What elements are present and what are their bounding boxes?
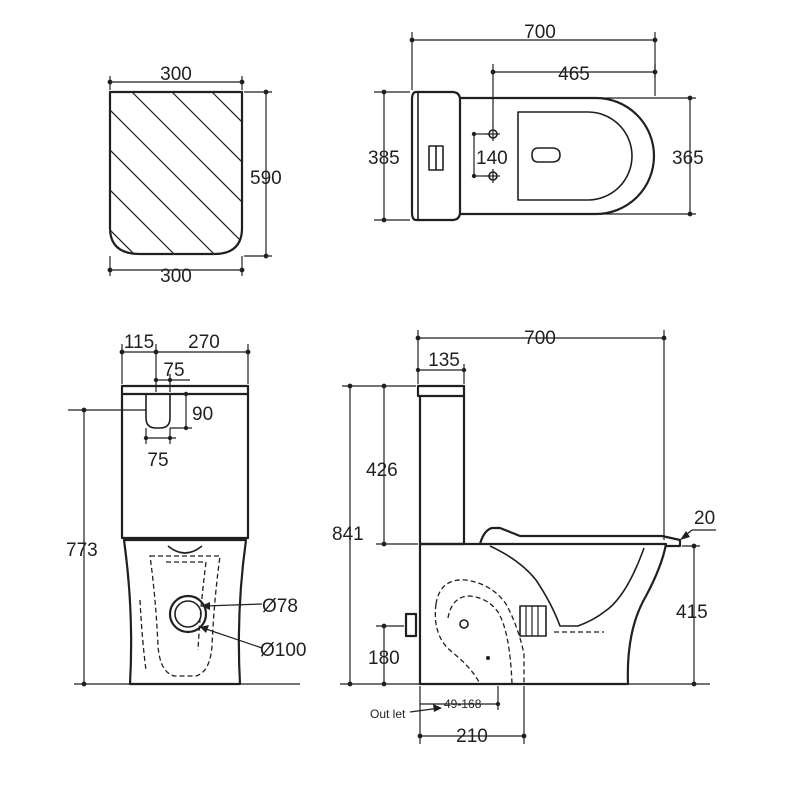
bowl-interior [489,545,645,627]
plan-bowl-width-label: 365 [672,148,704,169]
front-tank-half-width-label: 270 [188,332,220,353]
plan-seat-opening [517,111,633,201]
side-overall-length-label: 700 [524,328,556,349]
water-inlet-stub-icon [404,612,418,638]
outlet-distance-label: 210 [456,726,488,747]
plan-view: 140 700 465 385 365 [368,22,704,223]
side-inlet-height-label: 180 [368,648,400,669]
front-view: Ø78 Ø100 115 270 75 90 75 773 [66,332,306,687]
outlet-label: Out let [370,707,406,721]
side-tank-depth-label: 135 [428,350,460,371]
inlet-valve-icon [519,605,547,637]
outer-outlet-diameter-label: Ø100 [260,640,306,661]
side-view: 700 135 426 841 20 415 180 [332,328,716,747]
side-tank-height-label: 426 [366,460,398,481]
hidden-trapway [149,555,221,677]
plan-overall-length-label: 700 [524,22,556,43]
side-total-height-label: 841 [332,524,364,545]
outlet-inner-circle-icon [174,600,202,628]
total-height-front-label: 773 [66,540,98,561]
inlet-offset-label: 115 [124,332,154,353]
front-rim-detail [167,545,203,554]
seat-thickness-label: 20 [694,508,715,529]
inlet-width-top-label: 75 [163,360,184,381]
fixing-spacing-label: 140 [476,148,508,169]
outlet-range-label: 49-168 [444,697,482,711]
bowl-length-label: 465 [558,64,590,85]
plan-drain-icon [531,147,561,163]
inlet-slot-icon [145,394,171,429]
plan-bowl-outline [458,96,656,216]
fixing-hole-icon [459,619,469,629]
inner-outlet-diameter-label: Ø78 [262,596,298,617]
tank-width-top-label: 300 [160,64,192,85]
tank-depth-label: 590 [250,168,282,189]
tank-width-bottom-label: 300 [160,266,192,287]
inlet-height-label: 90 [192,404,213,425]
side-hidden-trapway [435,579,525,684]
tank-outline [108,90,244,256]
tank-top-view: 300 300 590 [107,64,282,287]
seat-height-label: 415 [676,602,708,623]
tank-hatching [110,92,242,254]
inlet-width-bottom-label: 75 [147,450,168,471]
side-seat-outline [478,526,682,548]
side-body-outline [418,542,668,686]
side-tank-outline [416,384,466,398]
plan-tank-outline [410,90,462,222]
plan-tank-width-label: 385 [368,148,400,169]
outlet-outer-circle-icon [168,594,208,634]
